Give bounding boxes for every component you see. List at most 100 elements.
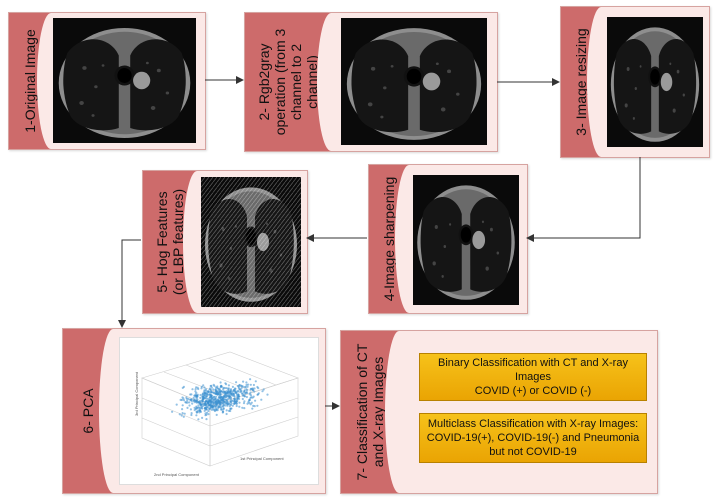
pca-point: [246, 402, 249, 405]
pca-point: [254, 399, 257, 402]
pca-point: [181, 386, 184, 389]
pca-point: [249, 383, 252, 386]
pca-point: [222, 407, 225, 410]
pca-point: [229, 400, 232, 403]
pca-point: [210, 404, 214, 407]
hog-image: [201, 177, 301, 307]
pca-point: [202, 391, 205, 394]
step-pca: 6- PCA 3rd Principal Component 1st Princ…: [62, 328, 326, 494]
pca-point: [195, 405, 198, 408]
pca-point: [210, 394, 213, 398]
pca-point: [205, 400, 208, 403]
pca-point: [230, 407, 233, 410]
pca-scatter-plot: 3rd Principal Component 1st Principal Co…: [119, 337, 319, 485]
binary-line: Binary Classification with CT and X-ray: [438, 357, 628, 369]
pca-point: [236, 385, 239, 388]
pca-point: [215, 399, 218, 402]
pca-point: [201, 400, 204, 403]
pca-point: [199, 410, 202, 413]
pca-point: [208, 407, 212, 411]
pca-point: [220, 408, 223, 411]
pca-point: [212, 388, 215, 391]
pca-point: [243, 395, 246, 398]
pca-point: [215, 395, 218, 398]
pca-point: [251, 407, 254, 410]
pca-point: [188, 404, 191, 407]
pca-point: [234, 391, 237, 394]
pca-point: [256, 385, 259, 389]
pca-point: [266, 393, 269, 396]
binary-line: COVID (+) or COVID (-): [474, 385, 592, 397]
pca-point: [231, 390, 234, 393]
pca-point: [243, 407, 246, 410]
pca-point: [237, 387, 240, 390]
pca-point: [253, 390, 256, 393]
step-tab: 3- Image resizing: [561, 7, 601, 157]
pca-point: [216, 386, 219, 389]
pca-point: [196, 386, 199, 389]
pca-point: [238, 383, 241, 387]
pca-point: [187, 397, 190, 401]
pca-point: [199, 393, 202, 397]
pca-point: [235, 402, 238, 405]
pca-point: [209, 391, 212, 394]
pca-point: [224, 382, 227, 385]
pca-point: [210, 408, 214, 411]
pca-point: [245, 381, 248, 384]
pca-point: [195, 400, 198, 403]
pca-point: [256, 393, 259, 396]
pca-point: [197, 418, 200, 421]
ct-image: [413, 175, 519, 305]
pca-point: [225, 409, 228, 412]
pca-point: [223, 390, 226, 393]
pca-point: [195, 394, 198, 397]
pca-point: [224, 398, 227, 401]
pca-point: [190, 413, 193, 417]
pca-point: [225, 394, 229, 397]
pca-point: [248, 399, 251, 402]
pca-point: [214, 391, 217, 394]
pca-point: [260, 398, 263, 401]
pca-point: [242, 390, 246, 394]
pca-point: [214, 407, 218, 411]
pca-point: [212, 408, 216, 411]
pca-point: [224, 402, 227, 405]
pca-point: [203, 407, 206, 410]
pca-point: [189, 408, 192, 411]
pca-point: [185, 396, 188, 399]
pca-point: [216, 393, 219, 396]
binary-line: Images: [514, 371, 552, 383]
pca-point: [220, 400, 223, 403]
pca-point: [231, 392, 234, 395]
pca-point: [241, 397, 244, 401]
pca-point: [238, 405, 241, 408]
pca-point: [228, 396, 231, 399]
pca-point: [241, 406, 244, 409]
pca-point: [213, 409, 217, 413]
pca-point: [186, 406, 189, 409]
pca-point: [202, 396, 205, 399]
pca-point: [249, 394, 253, 397]
pca-point: [213, 396, 216, 399]
pca-point: [182, 397, 185, 400]
pca-point: [233, 394, 236, 397]
pca-point: [199, 396, 202, 399]
pca-point: [205, 395, 208, 398]
pca-point: [252, 404, 255, 407]
pca-point: [214, 388, 217, 391]
pca-point: [250, 396, 253, 399]
pca-point: [215, 402, 218, 405]
pca-point: [254, 380, 257, 383]
pca-point: [229, 388, 233, 391]
pca-point: [212, 402, 215, 405]
pca-point: [236, 399, 239, 402]
step-tab: 4-Image sharpening: [369, 165, 409, 313]
pca-point: [179, 398, 182, 401]
pca-point: [185, 401, 188, 404]
pca-point: [215, 413, 218, 416]
step-hog-features: 5- Hog Features (or LBP features): [142, 170, 308, 314]
pca-point: [249, 391, 252, 394]
pca-point: [206, 406, 210, 409]
pca-axis-label-x: 1st Principal Component: [240, 456, 284, 461]
